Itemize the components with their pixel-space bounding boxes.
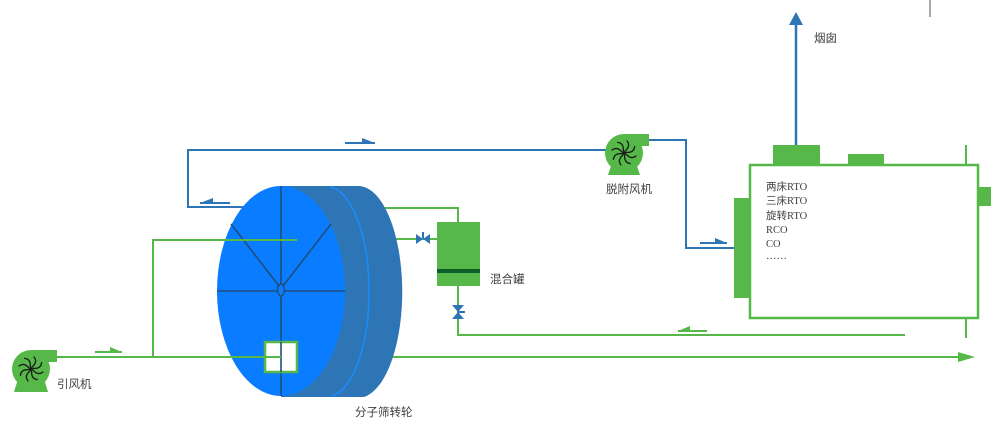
rto-inlet-flow-arrow-icon xyxy=(700,238,727,244)
tank-inlet-valve-icon[interactable] xyxy=(416,232,430,244)
desorption-bottom-flow-arrow-icon xyxy=(200,198,230,204)
desorption-top-flow-arrow-icon xyxy=(345,138,375,144)
rto-option-item: RCO xyxy=(766,225,788,236)
rto-unit: 两床RTO 三床RTO 旋转RTO RCO CO …… xyxy=(734,145,991,338)
rto-top-block-small xyxy=(848,154,884,165)
wheel-inner-arc xyxy=(329,186,370,397)
inlet-flow-arrow-icon xyxy=(95,347,122,353)
rto-top-outlet-block xyxy=(773,145,820,165)
rto-option-item: 三床RTO xyxy=(766,194,808,207)
main-exhaust-arrowhead xyxy=(958,352,975,362)
rto-inlet-block xyxy=(734,198,750,298)
molecular-sieve-wheel xyxy=(217,186,403,397)
wheel-to-tank-top-pipe xyxy=(370,207,459,222)
desorption-loop-pipe xyxy=(187,149,606,208)
fan-impeller-icon xyxy=(611,140,637,166)
tank-return-pipe xyxy=(457,286,905,336)
rto-option-item: …… xyxy=(766,251,787,262)
desorption-fan-outlet-pipe xyxy=(648,139,734,249)
return-flow-arrow-icon xyxy=(678,326,707,332)
mixing-tank xyxy=(437,222,480,286)
tank-outlet-valve-icon[interactable] xyxy=(452,305,465,319)
mixing-tank-label: 混合罐 xyxy=(490,272,525,286)
rto-right-block xyxy=(978,187,991,206)
wheel-spoke-right xyxy=(282,223,332,287)
chimney-arrowhead-icon xyxy=(789,12,803,25)
rto-option-item: 两床RTO xyxy=(766,180,808,193)
mixing-tank-band xyxy=(437,269,480,273)
wheel-hub xyxy=(276,283,286,297)
rto-option-item: 旋转RTO xyxy=(766,209,808,222)
mixing-tank-body xyxy=(437,222,480,286)
rto-option-item: CO xyxy=(766,239,781,250)
fan-impeller-icon xyxy=(18,356,44,382)
molecular-sieve-wheel-label: 分子筛转轮 xyxy=(355,405,413,419)
chimney-label: 烟囱 xyxy=(814,31,837,45)
induced-draft-fan-label: 引风机 xyxy=(57,377,92,391)
wheel-spoke-left xyxy=(230,223,280,287)
desorption-fan-icon xyxy=(605,134,649,175)
desorption-fan-label: 脱附风机 xyxy=(606,182,652,196)
induced-draft-fan-icon xyxy=(12,350,57,392)
